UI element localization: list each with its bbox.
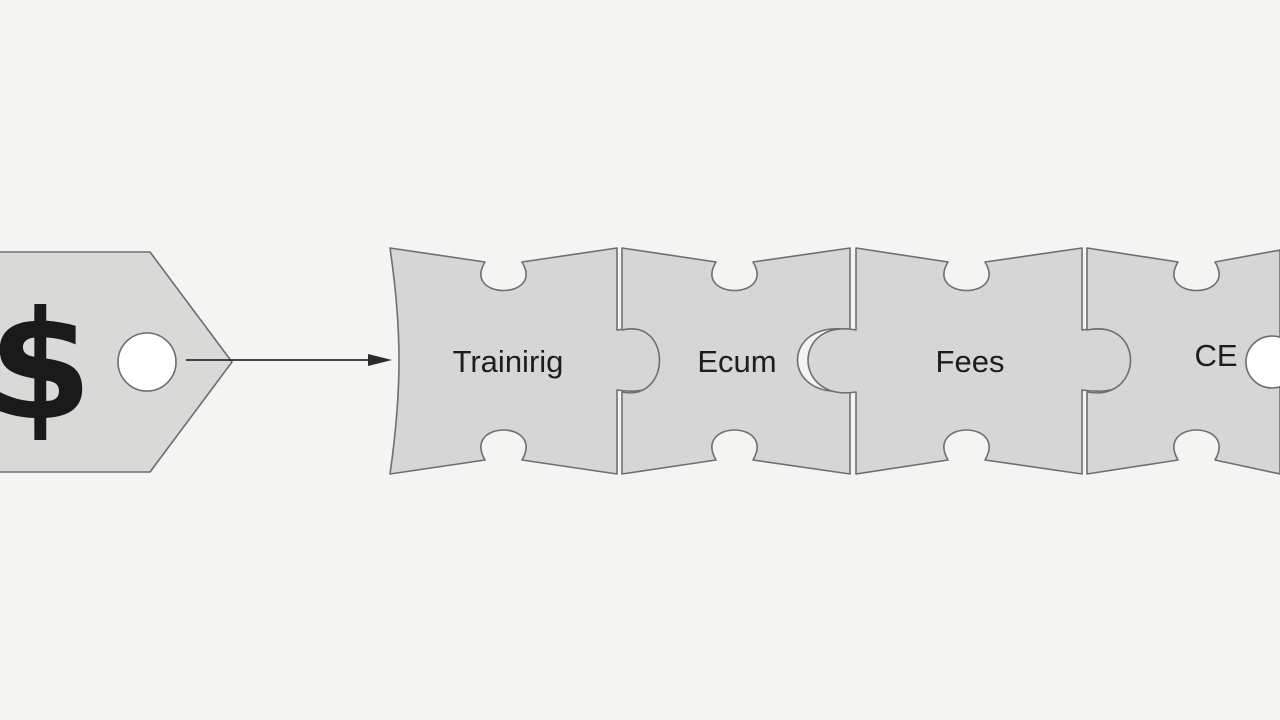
tag-connector	[186, 354, 392, 366]
price-tag: $	[0, 251, 233, 473]
puzzle-piece-3: Fees	[807, 247, 1142, 475]
puzzle-piece-4-shape	[1086, 247, 1280, 475]
price-tag-body	[0, 251, 233, 473]
puzzle-piece-2: Ecum	[621, 247, 851, 475]
dollar-sign-icon: $	[0, 280, 92, 454]
puzzle-piece-4: CE	[1086, 247, 1280, 475]
puzzle-chain: Trainirig Ecum Fees CE	[389, 247, 1280, 475]
puzzle-piece-1: Trainirig	[389, 247, 673, 475]
puzzle-piece-4-hole	[1245, 335, 1280, 389]
puzzle-piece-3-label: Fees	[936, 344, 1005, 379]
puzzle-piece-2-label: Ecum	[697, 344, 776, 379]
puzzle-piece-3-shape	[807, 247, 1142, 475]
puzzle-piece-1-shape	[389, 247, 673, 475]
arrow-head-icon	[368, 354, 392, 366]
price-tag-hole	[117, 332, 177, 392]
puzzle-piece-1-label: Trainirig	[453, 344, 564, 379]
puzzle-piece-4-label: CE	[1194, 338, 1237, 373]
